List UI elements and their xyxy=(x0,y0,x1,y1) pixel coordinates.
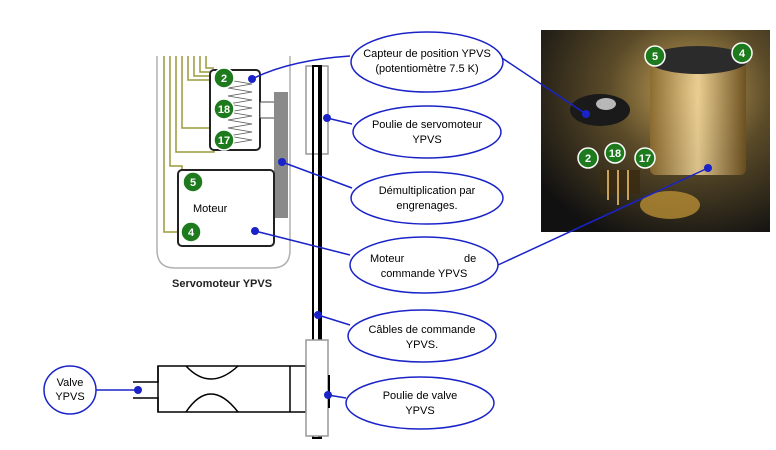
svg-text:YPVS: YPVS xyxy=(405,405,434,417)
callout-connectors xyxy=(251,55,709,399)
svg-text:de: de xyxy=(464,253,476,265)
svg-text:4: 4 xyxy=(739,48,746,60)
svg-text:Poulie de valve: Poulie de valve xyxy=(383,390,458,402)
svg-text:Moteur: Moteur xyxy=(370,253,405,265)
badge-18: 18 xyxy=(213,98,235,120)
servo-pulley xyxy=(305,65,329,155)
photo-badge-5: 5 xyxy=(644,45,666,67)
callout-cables: Câbles de commande YPVS. xyxy=(347,309,497,363)
servo-housing xyxy=(156,56,291,269)
photo-badge-2: 2 xyxy=(577,147,599,169)
svg-text:2: 2 xyxy=(585,153,591,165)
motor-label: Moteur xyxy=(193,203,228,215)
valve-ypvs-label: Valve YPVS xyxy=(43,365,97,415)
valve-pulley xyxy=(305,339,329,437)
servo-wires xyxy=(163,56,215,233)
svg-text:17: 17 xyxy=(218,135,230,147)
svg-text:YPVS: YPVS xyxy=(55,391,84,403)
svg-text:(potentiomètre 7.5 K): (potentiomètre 7.5 K) xyxy=(375,63,478,75)
svg-text:5: 5 xyxy=(652,51,658,63)
motor-box xyxy=(177,169,275,247)
photo-badge-17: 17 xyxy=(634,147,656,169)
gear-reduction xyxy=(274,92,288,218)
svg-text:YPVS: YPVS xyxy=(412,134,441,146)
badge-2: 2 xyxy=(213,67,235,89)
photo-badge-4: 4 xyxy=(731,42,753,64)
callout-moteur-commande: Moteur de commande YPVS xyxy=(349,236,499,294)
control-cable-left xyxy=(312,66,314,438)
svg-text:Valve: Valve xyxy=(57,377,84,389)
svg-text:Poulie de servomoteur: Poulie de servomoteur xyxy=(372,119,482,131)
photo-badge-18: 18 xyxy=(604,142,626,164)
svg-text:4: 4 xyxy=(188,227,195,239)
svg-text:5: 5 xyxy=(190,177,196,189)
svg-text:engrenages.: engrenages. xyxy=(396,200,457,212)
callout-demultiplication: Démultiplication par engrenages. xyxy=(350,171,504,225)
svg-text:Démultiplication par: Démultiplication par xyxy=(379,185,476,197)
callout-poulie-valve: Poulie de valve YPVS xyxy=(345,376,495,430)
svg-text:2: 2 xyxy=(221,73,227,85)
badge-5: 5 xyxy=(182,171,204,193)
svg-text:18: 18 xyxy=(609,148,621,160)
valve-body xyxy=(133,365,307,413)
callout-capteur: Capteur de position YPVS (potentiomètre … xyxy=(350,31,504,93)
svg-text:Capteur de position YPVS: Capteur de position YPVS xyxy=(363,48,491,60)
badge-17: 17 xyxy=(213,129,235,151)
svg-text:18: 18 xyxy=(218,104,230,116)
svg-text:YPVS.: YPVS. xyxy=(406,339,438,351)
pot-shaft xyxy=(259,101,277,119)
control-cable-right xyxy=(318,66,322,438)
svg-text:Câbles de commande: Câbles de commande xyxy=(368,324,475,336)
svg-text:17: 17 xyxy=(639,153,651,165)
servo-title: Servomoteur YPVS xyxy=(172,278,272,290)
svg-text:commande YPVS: commande YPVS xyxy=(381,268,468,280)
valve-dot xyxy=(134,386,142,394)
badge-4: 4 xyxy=(180,221,202,243)
callout-poulie-servo: Poulie de servomoteur YPVS xyxy=(352,105,502,159)
callout-dots xyxy=(248,75,712,399)
